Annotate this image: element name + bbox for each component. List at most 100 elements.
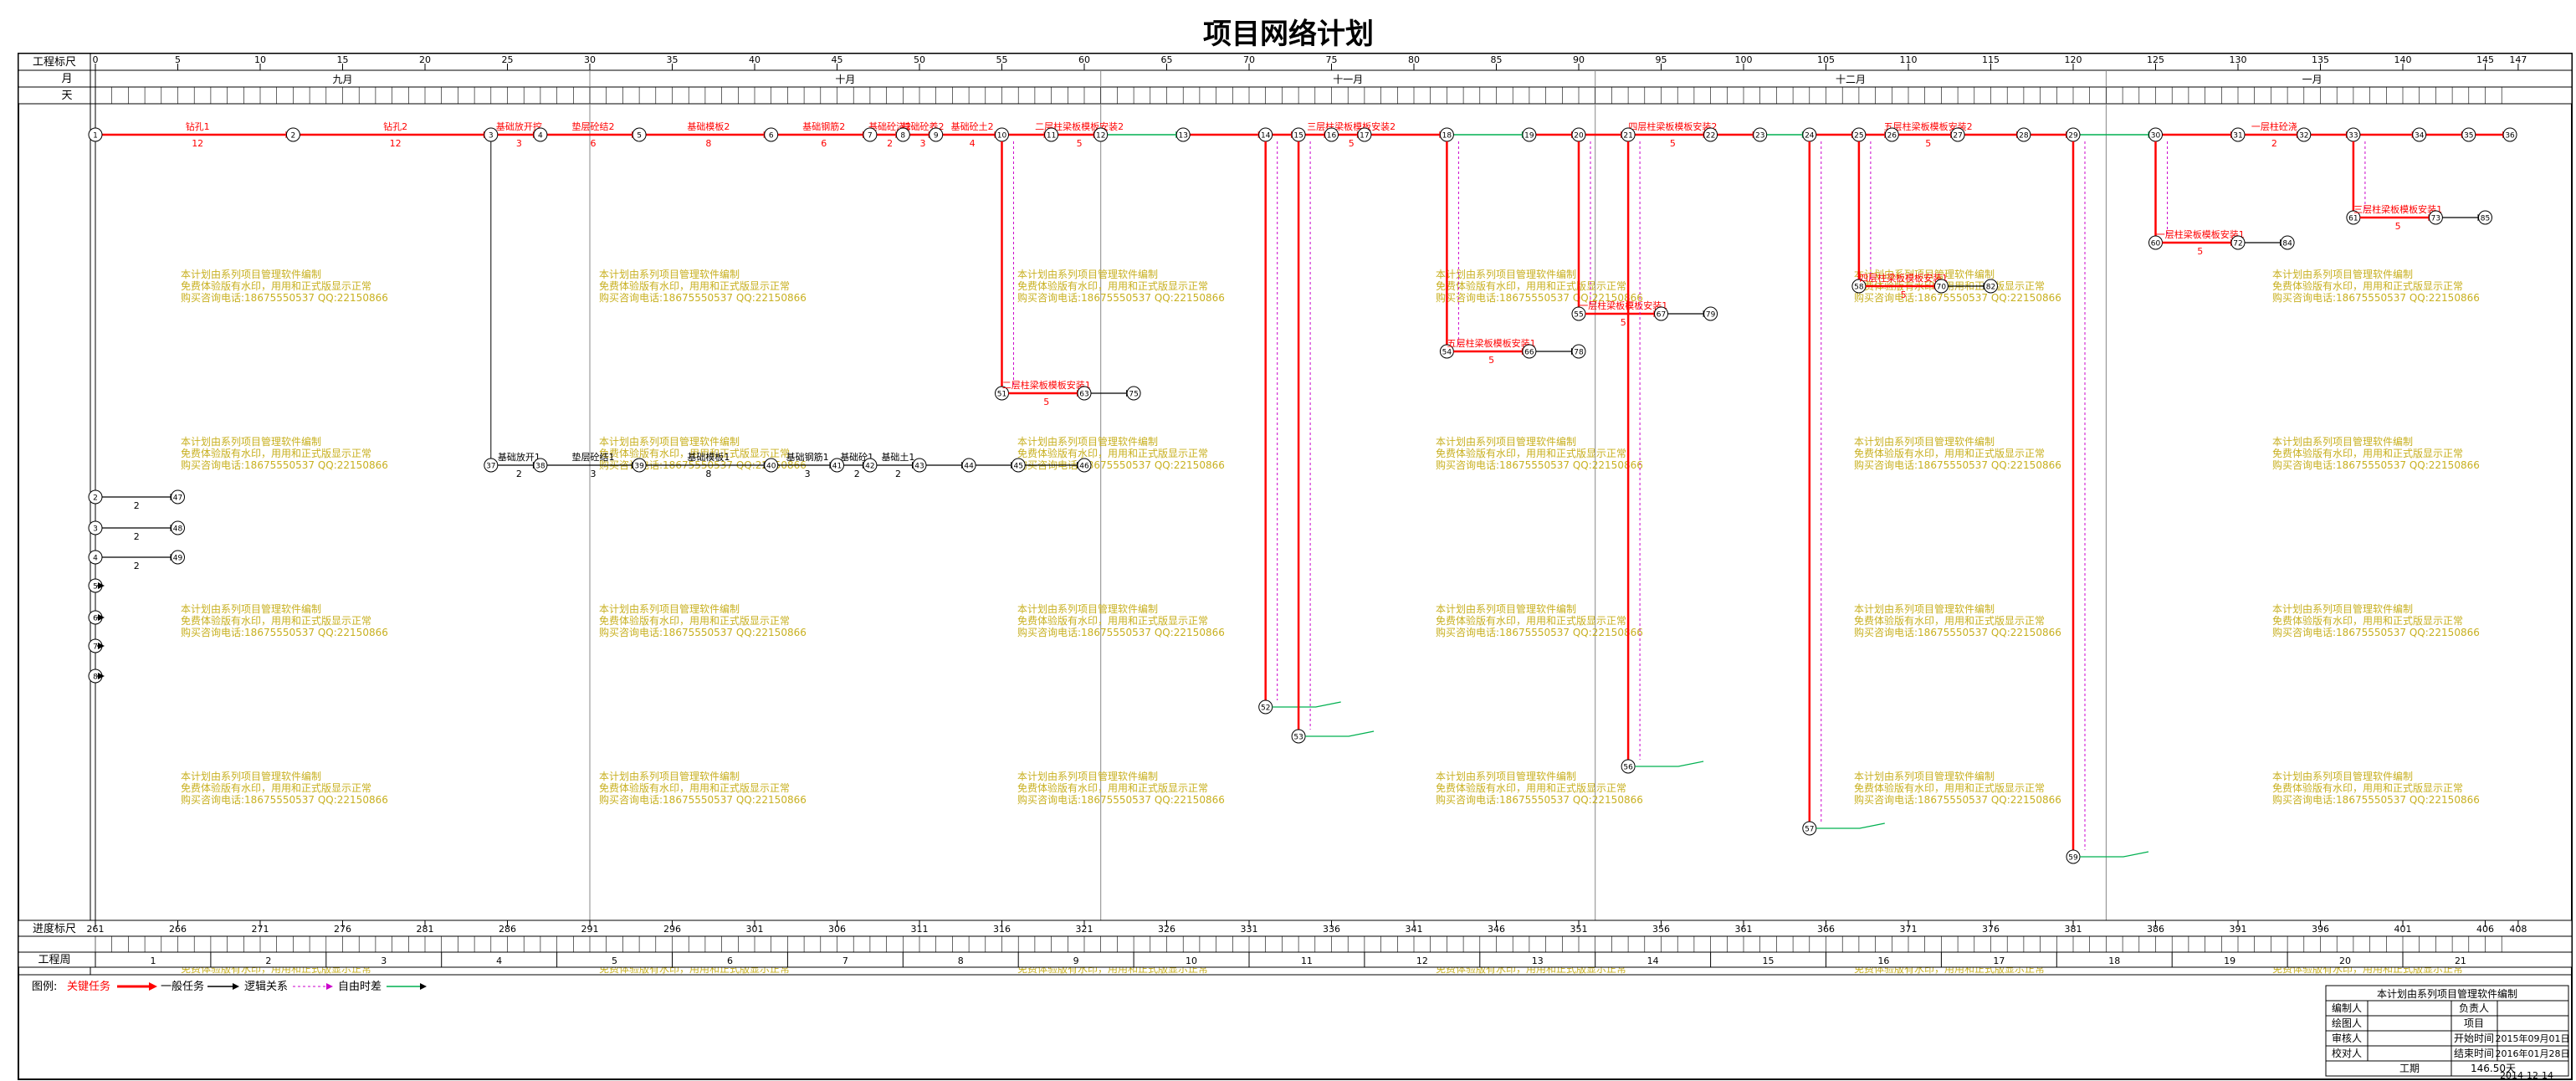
node-label: 8 [900, 132, 905, 141]
watermark-line: 免费体验版有水印，用用和正式版显示正常 [1854, 447, 2045, 459]
node-label: 40 [766, 463, 776, 471]
day-cells [95, 87, 2502, 104]
task-name: 一层柱砼浇 [2251, 120, 2297, 132]
progress-tick-label: 351 [1570, 924, 1588, 935]
progress-tick-label: 408 [2509, 924, 2527, 935]
info-checker: 校对人 [2332, 1047, 2362, 1059]
month-label: 一月 [2302, 74, 2322, 85]
week-label: 6 [727, 955, 733, 966]
network-node [1703, 306, 1718, 321]
node-label: 14 [1261, 132, 1271, 141]
scale-tick-label: 145 [2476, 54, 2494, 65]
row-label-month: 月 [61, 73, 72, 85]
watermark-line: 本计划由系列项目管理软件编制 [181, 268, 321, 280]
node-label: 23 [1755, 132, 1764, 141]
task-name: 基础模板1 [687, 451, 730, 463]
task-duration: 5 [2395, 221, 2401, 232]
network-node [1522, 127, 1537, 142]
watermark-line: 购买咨询电话:18675550537 QQ:22150866 [181, 459, 388, 471]
info-duration-label: 工期 [2399, 1063, 2420, 1074]
network-node [285, 127, 300, 142]
week-label: 15 [1763, 955, 1775, 966]
legend-logic-label: 逻辑关系 [244, 981, 288, 993]
network-node [2016, 127, 2031, 142]
watermark-line: 购买咨询电话:18675550537 QQ:22150866 [181, 793, 388, 806]
node-label: 4 [93, 555, 98, 563]
watermark-line: 购买咨询电话:18675550537 QQ:22150866 [1017, 626, 1225, 638]
info-start: 2015年09月01日 [2496, 1032, 2570, 1044]
network-node [2230, 127, 2246, 142]
node-label: 39 [634, 463, 644, 471]
watermark-line: 本计划由系列项目管理软件编制 [599, 268, 740, 280]
network-node [1093, 127, 1109, 142]
task-name: 钻孔2 [383, 120, 407, 132]
node-label: 44 [964, 463, 974, 471]
scale-tick-label: 85 [1491, 54, 1503, 65]
legend-float-arrow [420, 983, 427, 990]
watermark-line: 本计划由系列项目管理软件编制 [1017, 268, 1158, 280]
node-label: 7 [93, 643, 98, 652]
network-node [1175, 127, 1191, 142]
progress-tick-label: 371 [1900, 924, 1918, 935]
month-label: 十月 [835, 74, 855, 85]
free-float-line [1305, 730, 1375, 737]
watermark-line: 购买咨询电话:18675550537 QQ:22150866 [2272, 626, 2480, 638]
network-node [1044, 127, 1059, 142]
network-node [1950, 127, 1965, 142]
task-duration: 5 [2197, 246, 2203, 257]
node-label: 34 [2415, 132, 2425, 141]
week-label: 3 [381, 955, 387, 966]
task-name: 基础放开1 [498, 451, 540, 463]
month-label: 九月 [332, 74, 352, 85]
scale-tick-label: 70 [1243, 54, 1255, 65]
legend-critical-arrow [149, 982, 157, 991]
progress-tick-label: 391 [2230, 924, 2247, 935]
network-diagram: 钻孔1121钻孔2122基础放开挖33垫层砼结264基础模板285基础钢筋266… [88, 120, 2517, 864]
task-duration: 8 [705, 138, 711, 149]
task-duration: 5 [1488, 355, 1494, 366]
node-label: 12 [1096, 132, 1105, 141]
task-duration: 2 [887, 138, 893, 149]
watermark-line: 本计划由系列项目管理软件编制 [1017, 602, 1158, 615]
node-label: 49 [173, 555, 183, 563]
week-label: 14 [1647, 955, 1659, 966]
progress-tick-label: 311 [911, 924, 929, 935]
watermark-line: 免费体验版有水印，用用和正式版显示正常 [1436, 447, 1626, 459]
node-label: 7 [868, 132, 873, 141]
progress-tick-label: 321 [1076, 924, 1093, 935]
task-name: 基础模板2 [687, 120, 730, 132]
task-name: 四层柱梁板模板安装2 [1628, 120, 1717, 132]
task-duration: 8 [705, 469, 711, 479]
week-label: 19 [2224, 955, 2235, 966]
node-label: 75 [1129, 391, 1138, 399]
week-label: 21 [2455, 955, 2466, 966]
progress-tick-label: 406 [2476, 924, 2494, 935]
task-name: 垫层砼结1 [572, 451, 615, 463]
node-label: 58 [1854, 284, 1864, 292]
progress-tick-label: 401 [2394, 924, 2412, 935]
watermark-line: 购买咨询电话:18675550537 QQ:22150866 [1436, 291, 1643, 304]
scale-tick-label: 130 [2230, 54, 2247, 65]
watermark-line: 购买咨询电话:18675550537 QQ:22150866 [1017, 793, 1225, 806]
watermark-line: 免费体验版有水印，用用和正式版显示正常 [181, 279, 371, 292]
task-name: 钻孔1 [186, 120, 210, 132]
progress-tick-label: 326 [1158, 924, 1175, 935]
watermark-line: 购买咨询电话:18675550537 QQ:22150866 [599, 793, 807, 806]
task-name: 四层柱梁板模板安装1 [1859, 272, 1948, 284]
node-label: 51 [997, 391, 1006, 399]
watermarks: 本计划由系列项目管理软件编制免费体验版有水印，用用和正式版显示正常购买咨询电话:… [181, 268, 2480, 975]
node-label: 22 [1706, 132, 1715, 141]
network-node [2297, 127, 2312, 142]
node-label: 17 [1360, 132, 1369, 141]
network-node [830, 458, 844, 473]
node-label: 57 [1805, 826, 1814, 834]
node-label: 66 [1524, 349, 1534, 357]
watermark-line: 购买咨询电话:18675550537 QQ:22150866 [181, 626, 388, 638]
task-name: 五层柱梁板模板安装1 [1447, 337, 1536, 349]
scale-tick-label: 95 [1656, 54, 1667, 65]
task-name: 基础砼土2 [951, 121, 994, 132]
scale-tick-label: 80 [1408, 54, 1420, 65]
watermark-line: 本计划由系列项目管理软件编制 [1436, 435, 1576, 448]
network-node [1984, 279, 1998, 294]
